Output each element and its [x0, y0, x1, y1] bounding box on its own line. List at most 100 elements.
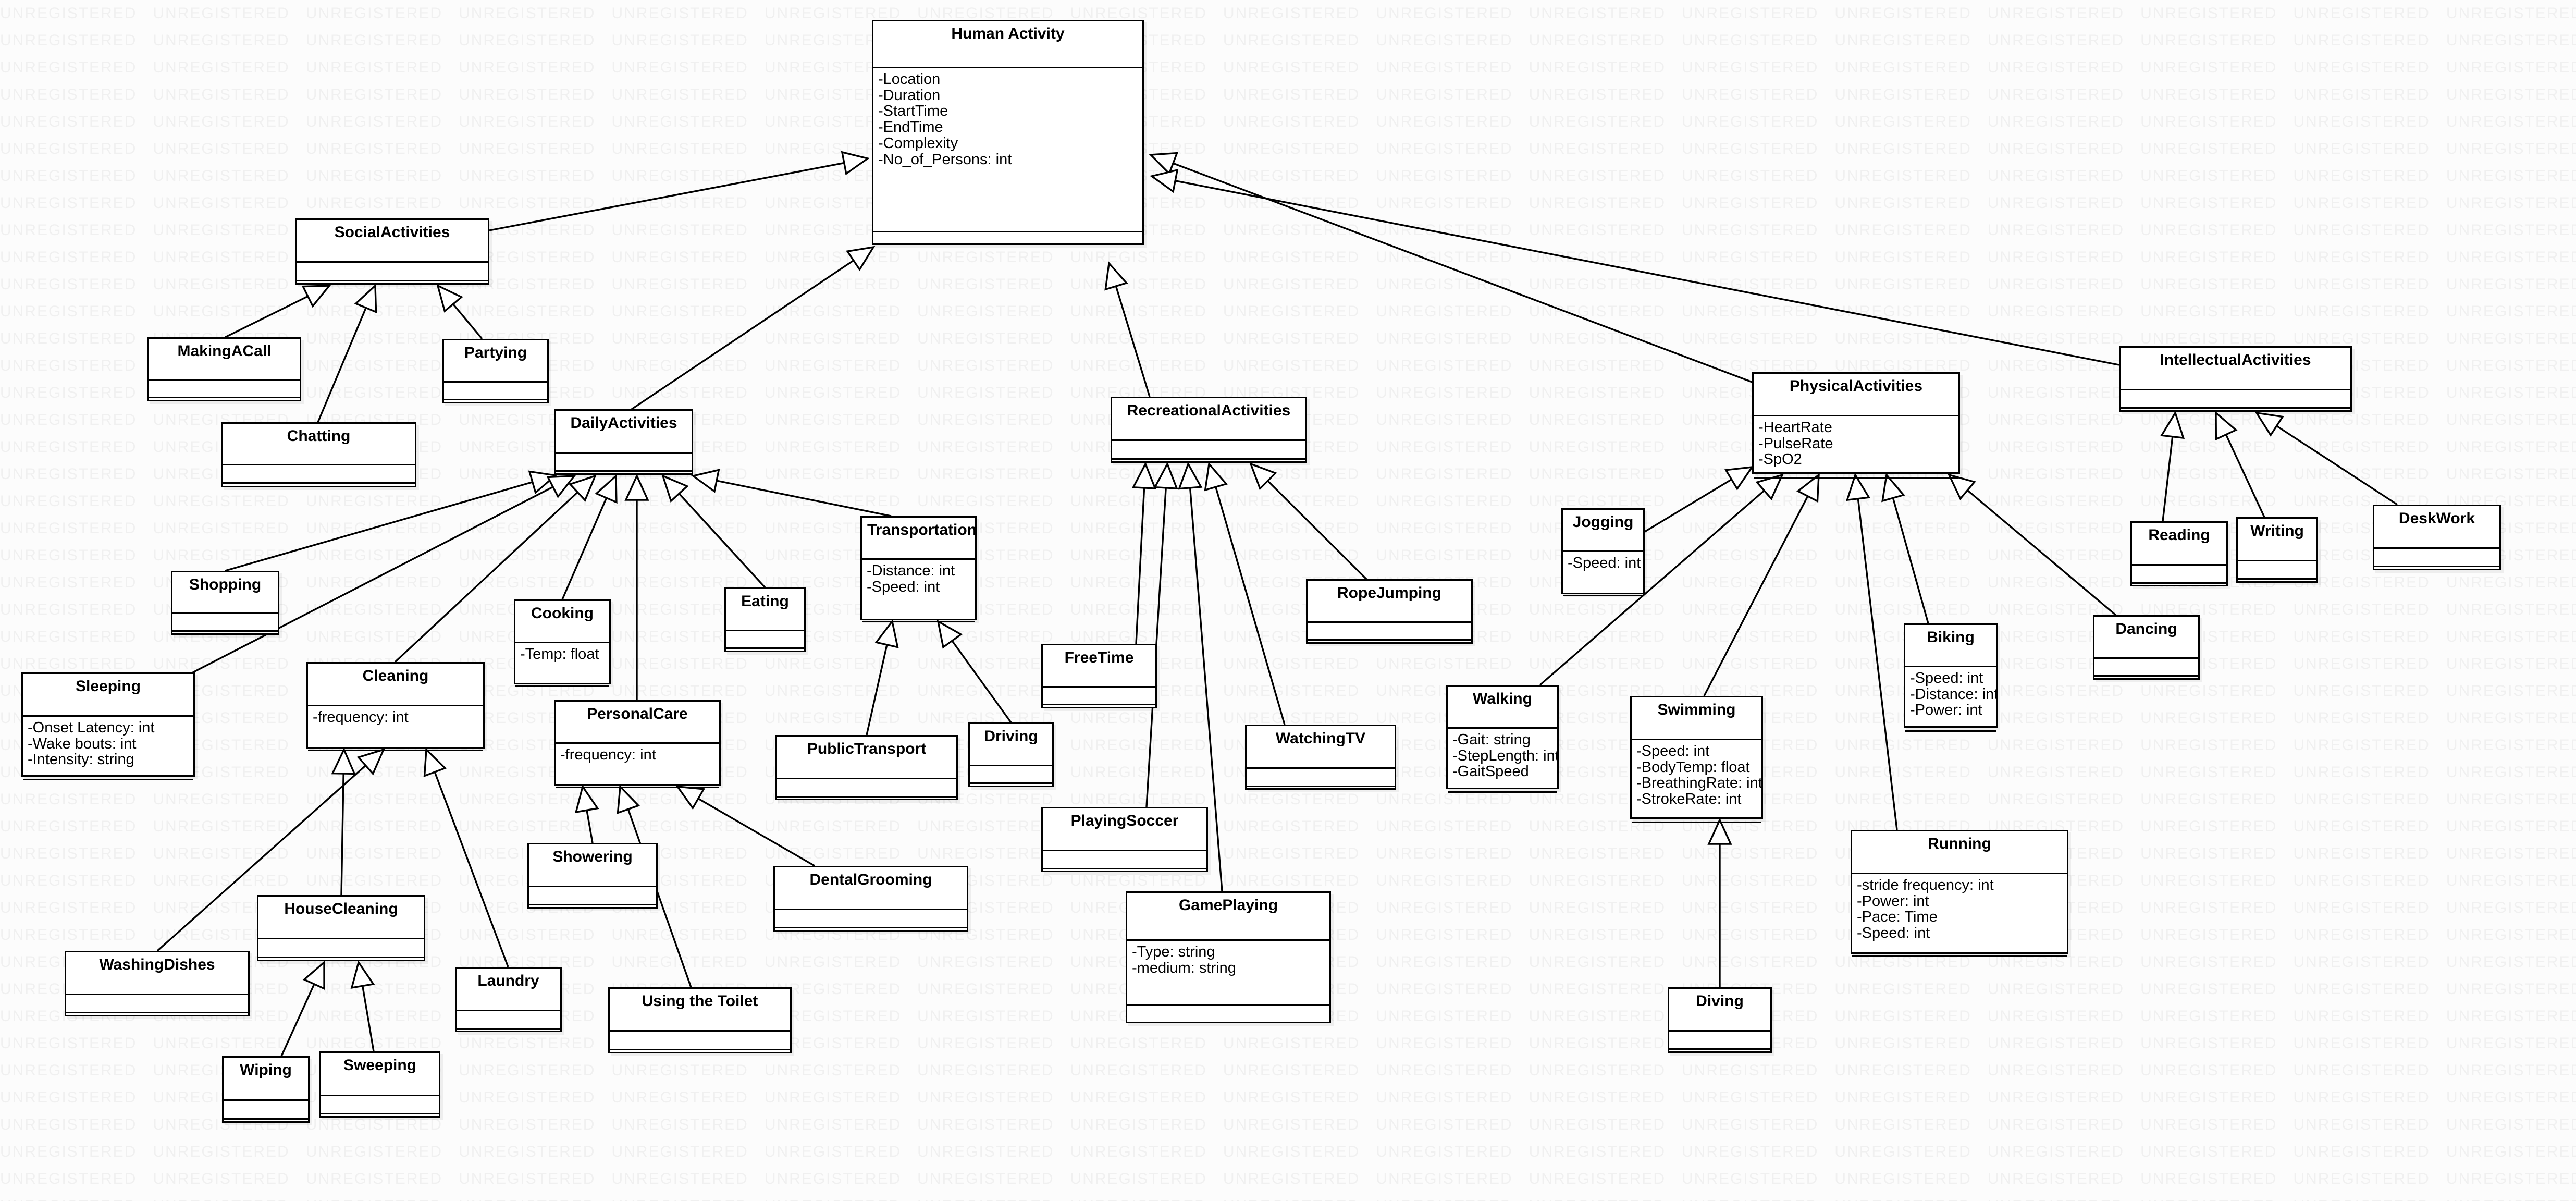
class-attributes	[66, 994, 248, 1012]
class-operations	[1112, 458, 1305, 475]
generalization-line	[280, 984, 315, 1057]
uml-class-washing-dishes[interactable]: WashingDishes	[65, 951, 250, 1016]
class-attributes	[1043, 850, 1206, 868]
class-name-label: Sweeping	[343, 1057, 417, 1074]
class-name-label: Writing	[2250, 522, 2304, 540]
generalization-line	[716, 480, 892, 517]
uml-class-dancing[interactable]: Dancing	[2093, 615, 2200, 680]
uml-class-partying[interactable]: Partying	[442, 339, 549, 403]
generalization-arrowhead	[595, 474, 618, 504]
uml-class-cooking[interactable]: Cooking-Temp: float	[514, 599, 611, 687]
class-operations	[1852, 955, 2067, 973]
uml-class-personal-care[interactable]: PersonalCare-frequency: int	[554, 700, 721, 788]
class-operations	[2132, 582, 2226, 599]
uml-class-reading[interactable]: Reading	[2130, 521, 2228, 586]
generalization-free-time-to-recreational-activities	[1131, 461, 1157, 644]
class-attributes: -HeartRate -PulseRate -SpO2	[1754, 415, 1958, 477]
generalization-chatting-to-social-activities	[317, 284, 377, 423]
generalization-line	[1967, 489, 2117, 616]
class-name-label: Partying	[464, 344, 527, 361]
generalization-playing-soccer-to-recreational-activities	[1145, 461, 1178, 807]
class-attributes: -Onset Latency: int -Wake bouts: int -In…	[23, 715, 193, 779]
uml-class-making-a-call[interactable]: MakingACall	[147, 337, 301, 401]
class-attributes: -Speed: int -Distance: int -Power: int	[1905, 666, 1998, 730]
uml-class-playing-soccer[interactable]: PlayingSoccer	[1041, 807, 1208, 872]
class-operations	[862, 621, 975, 638]
uml-class-running[interactable]: Running-stride frequency: int -Power: in…	[1851, 830, 2068, 957]
uml-class-wiping[interactable]: Wiping	[222, 1056, 310, 1123]
uml-class-watching-tv[interactable]: WatchingTV	[1245, 725, 1396, 790]
uml-class-rope-jumping[interactable]: RopeJumping	[1306, 579, 1473, 644]
uml-class-walking[interactable]: Walking-Gait: string -StepLength: int -G…	[1446, 685, 1559, 793]
class-operations	[1669, 1048, 1770, 1065]
uml-class-jogging[interactable]: Jogging-Speed: int	[1561, 508, 1645, 596]
class-name-label: Running	[1928, 835, 1991, 852]
uml-class-showering[interactable]: Showering	[527, 843, 658, 909]
generalization-line	[2162, 436, 2174, 522]
uml-class-game-playing[interactable]: GamePlaying-Type: string -medium: string	[1126, 891, 1331, 1023]
uml-class-desk-work[interactable]: DeskWork	[2373, 505, 2501, 570]
uml-class-public-transport[interactable]: PublicTransport	[775, 735, 958, 800]
generalization-sleeping-to-daily-activities	[192, 475, 576, 673]
uml-class-shopping[interactable]: Shopping	[171, 571, 279, 635]
class-name-label: Eating	[741, 593, 789, 610]
class-name-label: PhysicalActivities	[1789, 377, 1923, 395]
generalization-arrowhead	[436, 284, 463, 313]
generalization-line	[1644, 479, 1732, 533]
generalization-reading-to-intellectual-activities	[2160, 410, 2185, 522]
uml-class-eating[interactable]: Eating	[724, 587, 806, 652]
class-operations	[258, 957, 424, 974]
uml-class-transportation[interactable]: Transportation-Distance: int -Speed: int	[860, 516, 977, 622]
uml-class-free-time[interactable]: FreeTime	[1041, 644, 1157, 708]
generalization-jogging-to-physical-activities	[1644, 465, 1754, 533]
uml-class-writing[interactable]: Writing	[2236, 517, 2318, 583]
uml-class-physical-activities[interactable]: PhysicalActivities -HeartRate -PulseRate …	[1752, 372, 1960, 479]
generalization-arrowhead	[661, 474, 689, 503]
uml-class-diving[interactable]: Diving	[1668, 987, 1772, 1053]
uml-class-sweeping[interactable]: Sweeping	[319, 1051, 440, 1118]
generalization-arrowhead	[1153, 461, 1178, 490]
class-operations	[529, 904, 656, 921]
generalization-line	[225, 295, 309, 338]
uml-class-swimming[interactable]: Swimming-Speed: int -BodyTemp: float -Br…	[1630, 696, 1763, 823]
generalization-cleaning-to-daily-activities	[394, 474, 597, 663]
class-name-label: DailyActivities	[570, 414, 677, 432]
generalization-physical-activities-to-human-activity	[1149, 152, 1757, 385]
class-operations	[321, 1113, 439, 1130]
generalization-laundry-to-cleaning	[423, 747, 509, 967]
generalization-arrowhead	[846, 246, 876, 272]
generalization-line	[1539, 489, 1765, 686]
class-attributes	[172, 612, 278, 630]
class-operations	[2121, 407, 2350, 424]
uml-class-cleaning[interactable]: Cleaning-frequency: int	[306, 662, 485, 751]
generalization-arrowhead	[617, 785, 640, 814]
uml-class-using-the-toilet[interactable]: Using the Toilet	[608, 987, 792, 1053]
uml-class-house-cleaning[interactable]: HouseCleaning	[257, 895, 425, 961]
uml-class-driving[interactable]: Driving	[968, 722, 1054, 787]
uml-class-dental-grooming[interactable]: DentalGrooming	[773, 866, 968, 932]
uml-class-laundry[interactable]: Laundry	[455, 967, 562, 1032]
uml-class-recreational-activities[interactable]: RecreationalActivities	[1111, 397, 1307, 463]
class-operations	[873, 231, 1142, 248]
generalization-personal-care-to-daily-activities	[624, 473, 649, 700]
class-name-label: Transportation	[867, 521, 977, 538]
class-attributes	[2238, 560, 2316, 578]
class-attributes	[2132, 564, 2226, 582]
generalization-line	[452, 303, 483, 340]
uml-class-human-activity[interactable]: Human Activity-Location -Duration -Start…	[872, 20, 1144, 245]
uml-class-intellectual-activities[interactable]: IntellectualActivities	[2119, 346, 2352, 412]
generalization-arrowhead	[1178, 461, 1203, 490]
uml-class-biking[interactable]: Biking-Speed: int -Distance: int -Power:…	[1904, 623, 1998, 732]
generalization-line	[697, 798, 815, 867]
generalization-line	[340, 773, 344, 896]
generalization-arrowhead	[350, 960, 375, 989]
generalization-sweeping-to-house-cleaning	[350, 960, 375, 1052]
uml-class-sleeping[interactable]: Sleeping-Onset Latency: int -Wake bouts:…	[21, 672, 195, 780]
class-attributes	[610, 1030, 790, 1049]
class-operations	[1448, 791, 1557, 808]
uml-class-daily-activities[interactable]: DailyActivities	[554, 409, 693, 475]
class-attributes	[777, 778, 956, 796]
generalization-line	[434, 771, 509, 967]
uml-class-social-activities[interactable]: SocialActivities	[295, 218, 489, 285]
uml-class-chatting[interactable]: Chatting	[221, 422, 416, 487]
